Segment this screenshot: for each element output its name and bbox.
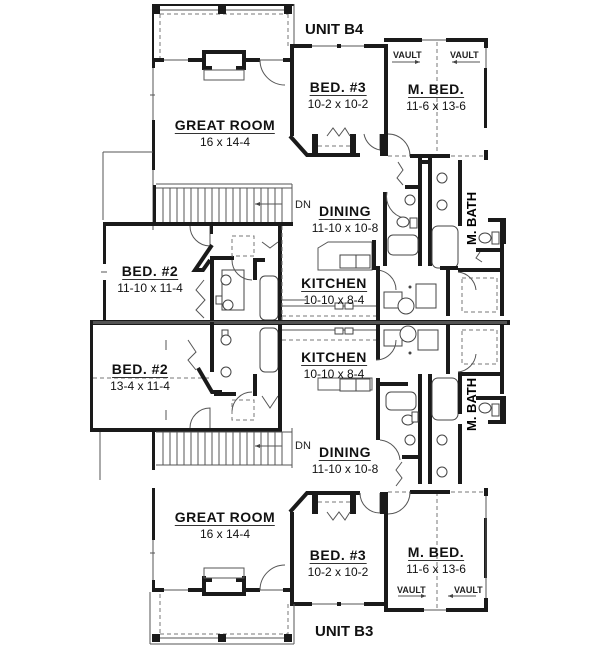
room-name: GREAT ROOM: [174, 117, 276, 134]
room-dimensions: 11-6 x 13-6: [406, 562, 466, 576]
party-wall: [90, 320, 510, 325]
vault-label: VAULT: [397, 585, 426, 595]
room-dimensions: 10-2 x 10-2: [307, 565, 369, 579]
vault-label: VAULT: [393, 50, 422, 60]
mbed-bottom-walls: [384, 488, 488, 612]
room-bed3: BED. #3 10-2 x 10-2: [308, 80, 369, 110]
room-dimensions: 11-10 x 11-4: [117, 281, 183, 295]
room-dimensions: 11-6 x 13-6: [406, 99, 466, 113]
room-great-room: GREAT ROOM 16 x 14-4: [174, 117, 276, 149]
stair-down-label: DN: [295, 440, 311, 452]
great-room-bottom-walls: [150, 488, 293, 596]
room-name: DINING: [319, 203, 371, 220]
room-master-bath: M. BATH: [464, 377, 479, 431]
room-master-bath: M. BATH: [464, 191, 479, 245]
room-name: BED. #3: [309, 547, 367, 564]
stair-top: [153, 183, 293, 225]
room-dimensions: 10-10 x 8-4: [303, 293, 365, 307]
kitchen-top: [282, 240, 437, 322]
room-dimensions: 10-2 x 10-2: [307, 97, 369, 111]
room-dimensions: 11-10 x 10-8: [311, 462, 379, 476]
room-name: M. BED.: [407, 81, 465, 98]
kitchen-bottom: [282, 324, 439, 440]
stair-down-label: DN: [295, 199, 311, 211]
room-dining: DINING 11-10 x 10-8: [312, 204, 379, 234]
room-name: KITCHEN: [301, 275, 367, 292]
room-bed3: BED. #3 10-2 x 10-2: [308, 548, 369, 578]
room-dimensions: 16 x 14-4: [199, 527, 251, 541]
vault-label: VAULT: [450, 50, 479, 60]
porch-bottom: [149, 592, 295, 645]
room-bed2: BED. #2 13-4 x 11-4: [110, 362, 170, 392]
room-dimensions: 11-10 x 10-8: [311, 221, 379, 235]
baths-top: [383, 156, 506, 316]
room-dimensions: 16 x 14-4: [199, 135, 251, 149]
great-room-top-walls: [102, 50, 293, 230]
room-name: M. BED.: [407, 544, 465, 561]
room-dimensions: 13-4 x 11-4: [110, 379, 170, 393]
room-name: GREAT ROOM: [174, 509, 276, 526]
baths-bottom: [379, 324, 506, 487]
unit-label-b3: UNIT B3: [315, 623, 374, 640]
room-kitchen: KITCHEN 10-10 x 8-4: [301, 276, 367, 306]
bed2-top-walls: [101, 222, 293, 322]
room-name: BED. #2: [121, 263, 179, 280]
unit-label-b4: UNIT B4: [305, 21, 364, 38]
room-dimensions: 10-10 x 8-4: [303, 367, 365, 381]
room-dining: DINING 11-10 x 10-8: [312, 445, 379, 475]
bed3-bottom-walls: [288, 491, 388, 612]
room-name: DINING: [319, 444, 371, 461]
room-bed2: BED. #2 11-10 x 11-4: [117, 264, 183, 294]
room-master-bed: M. BED. 11-6 x 13-6: [406, 82, 466, 112]
vault-label: VAULT: [454, 585, 483, 595]
stair-bottom: [99, 428, 293, 480]
room-kitchen: KITCHEN 10-10 x 8-4: [301, 350, 367, 380]
bed2-bottom-walls: [90, 320, 282, 470]
room-name: BED. #3: [309, 79, 367, 96]
room-great-room: GREAT ROOM 16 x 14-4: [174, 509, 276, 541]
porch-top: [152, 4, 295, 60]
room-name: BED. #2: [111, 361, 169, 378]
room-name: KITCHEN: [301, 349, 367, 366]
bed3-top-walls: [288, 44, 388, 157]
room-master-bed: M. BED. 11-6 x 13-6: [406, 545, 466, 575]
